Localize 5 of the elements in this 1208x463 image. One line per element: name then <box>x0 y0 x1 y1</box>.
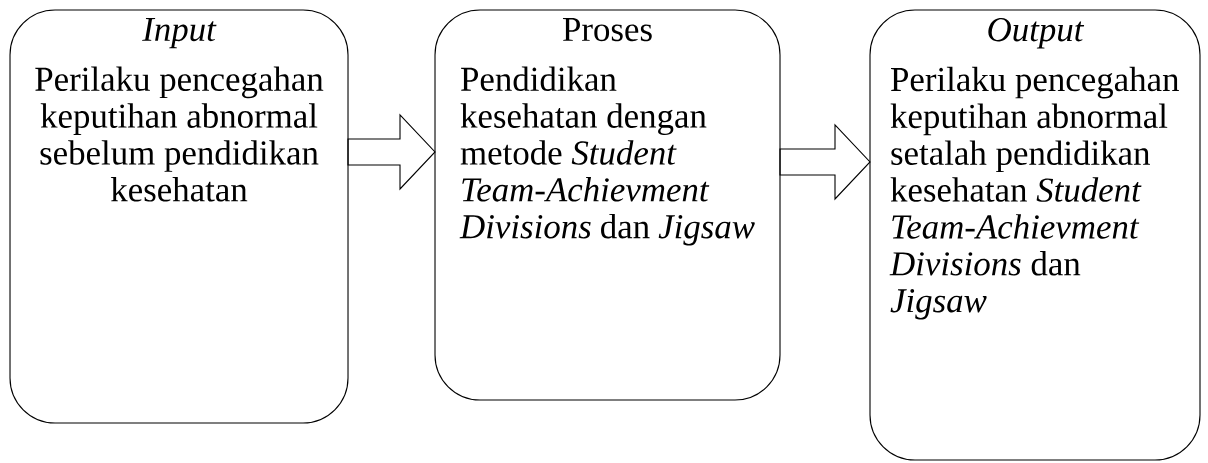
block-arrow <box>779 123 871 201</box>
process-box: Input Perilaku pencegahan keputihan abnormal sebelum pendidikan kesehatan <box>9 9 349 424</box>
process-box: Output Perilaku pencegahan keputihan abnormal setalah pendidikan kesehatan Student Team-Achievment Divisions dan Jigsaw <box>869 9 1201 461</box>
block-arrow <box>347 113 436 191</box>
process-box: Proses Pendidikan kesehatan dengan metode Student Team-Achievment Divisions dan Jigsaw <box>434 9 781 401</box>
